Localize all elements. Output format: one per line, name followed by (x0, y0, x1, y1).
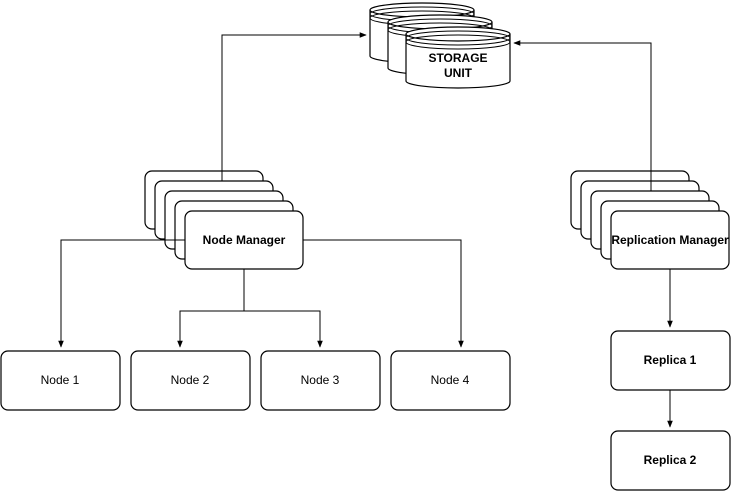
node-4[interactable]: Node 4 (390, 350, 511, 411)
replication-manager[interactable]: Replication Manager (570, 170, 730, 270)
replica-1[interactable]: Replica 1 (610, 330, 731, 391)
node-1[interactable]: Node 1 (0, 350, 121, 411)
edge-to-node-3 (244, 310, 323, 348)
node-1-box (0, 350, 121, 411)
node-manager-label: Node Manager (203, 233, 286, 247)
storage-label-line1: STORAGE (428, 51, 487, 65)
storage-cylinder-front (405, 26, 511, 89)
node-2[interactable]: Node 2 (130, 350, 251, 411)
node-3-label: Node 3 (301, 373, 340, 387)
edge-replication-manager-to-storage (513, 40, 652, 191)
replica-2-label: Replica 2 (644, 453, 697, 467)
node-3[interactable]: Node 3 (260, 350, 381, 411)
node-4-label: Node 4 (431, 373, 470, 387)
node-2-label: Node 2 (171, 373, 210, 387)
node-4-box (390, 350, 511, 411)
edge-to-node-4 (303, 239, 464, 348)
replica-2[interactable]: Replica 2 (610, 430, 731, 491)
edge-to-node-2 (177, 269, 245, 348)
node-1-label: Node 1 (41, 373, 80, 387)
node-2-box (130, 350, 251, 411)
storage-unit[interactable]: STORAGE UNIT (369, 2, 511, 89)
node-3-box (260, 350, 381, 411)
replication-manager-label: Replication Manager (611, 233, 729, 247)
node-manager[interactable]: Node Manager (144, 170, 304, 270)
edge-to-node-1 (58, 239, 185, 348)
replica-2-box (610, 430, 731, 491)
storage-label-line2: UNIT (444, 66, 473, 80)
replica-1-label: Replica 1 (644, 353, 697, 367)
edge-node-manager-to-storage (221, 32, 367, 181)
